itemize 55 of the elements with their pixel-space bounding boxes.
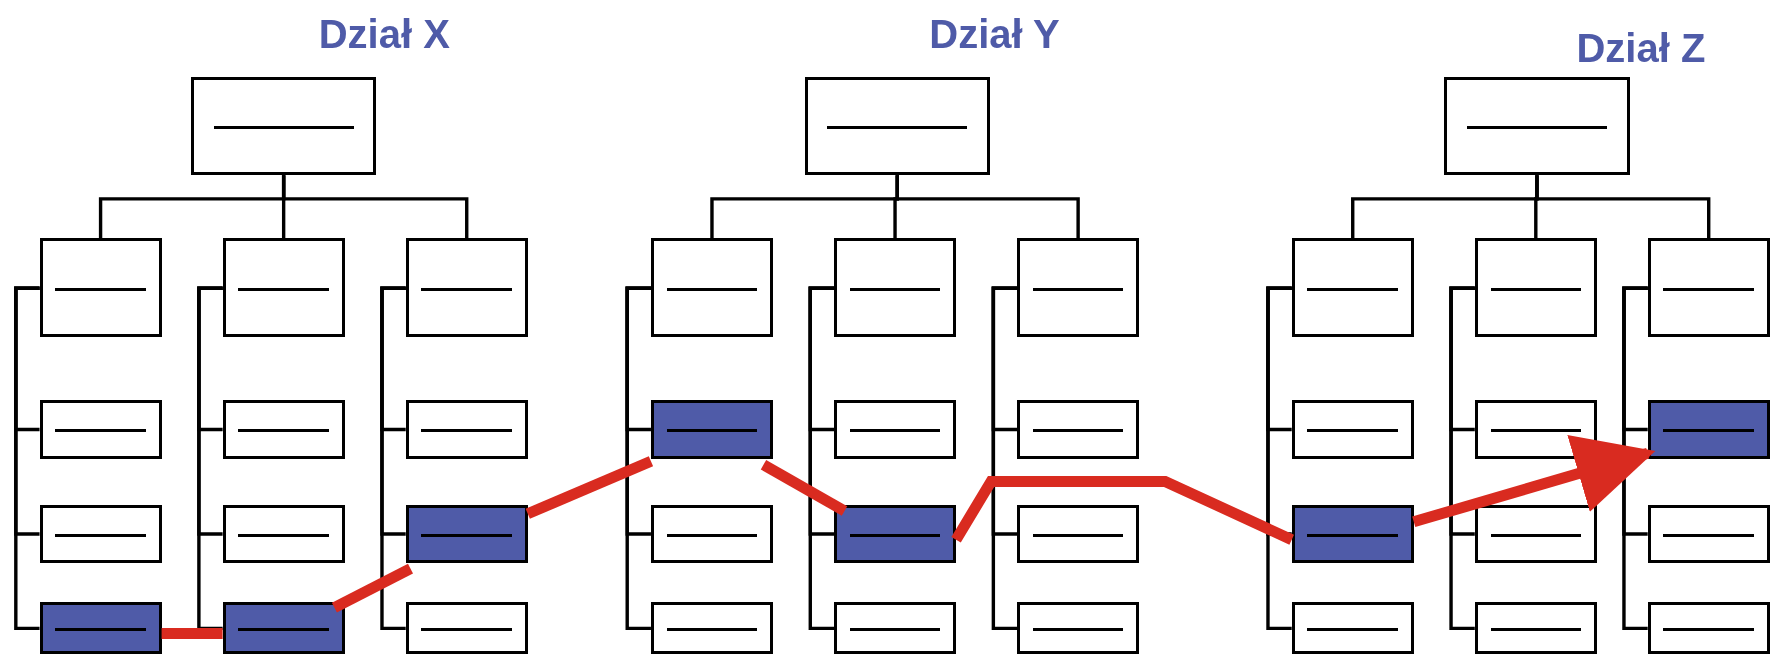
position-box [1444, 76, 1630, 176]
position-box [1474, 238, 1597, 337]
highlighted-position-box [834, 505, 957, 563]
highlighted-position-box [39, 602, 162, 655]
highlighted-position-box [1291, 505, 1414, 563]
org-connector [991, 286, 1018, 631]
department-heading: Dział Z [1576, 25, 1706, 71]
org-connector [1449, 286, 1475, 631]
position-box [405, 238, 528, 337]
position-box [834, 238, 957, 337]
flow-arrow [1412, 435, 1656, 528]
highlighted-position-box [1647, 400, 1770, 459]
position-box [405, 400, 528, 459]
org-connector [281, 175, 469, 239]
position-box [191, 76, 377, 176]
position-box [1474, 400, 1597, 459]
highlighted-position-box [405, 505, 528, 563]
position-box [222, 505, 345, 563]
position-box [222, 238, 345, 337]
position-box [1647, 505, 1770, 563]
position-box [39, 238, 162, 337]
org-connector [14, 286, 40, 631]
org-connector [1535, 175, 1711, 239]
position-box [1647, 602, 1770, 655]
position-box [39, 505, 162, 563]
highlighted-position-box [650, 400, 773, 459]
org-connector [808, 286, 834, 631]
position-box [1017, 238, 1140, 337]
org-connector [625, 286, 651, 631]
position-box [650, 238, 773, 337]
position-box [834, 602, 957, 655]
org-connector [197, 286, 223, 631]
position-box [650, 505, 773, 563]
department-heading: Dział X [318, 12, 450, 58]
position-box [1017, 602, 1140, 655]
department-heading: Dział Y [929, 12, 1060, 58]
org-connector [895, 175, 1080, 239]
position-box [39, 400, 162, 459]
position-box [1291, 602, 1414, 655]
position-box [650, 602, 773, 655]
position-box [1291, 400, 1414, 459]
position-box [1291, 238, 1414, 337]
position-box [1017, 505, 1140, 563]
position-box [1647, 238, 1770, 337]
position-box [804, 76, 990, 176]
org-connector [380, 286, 406, 631]
position-box [405, 602, 528, 655]
position-box [222, 400, 345, 459]
position-box [1017, 400, 1140, 459]
highlighted-position-box [222, 602, 345, 655]
position-box [1474, 602, 1597, 655]
org-connector [1622, 286, 1648, 631]
org-connector [1266, 286, 1292, 631]
position-box [1474, 505, 1597, 563]
position-box [834, 400, 957, 459]
